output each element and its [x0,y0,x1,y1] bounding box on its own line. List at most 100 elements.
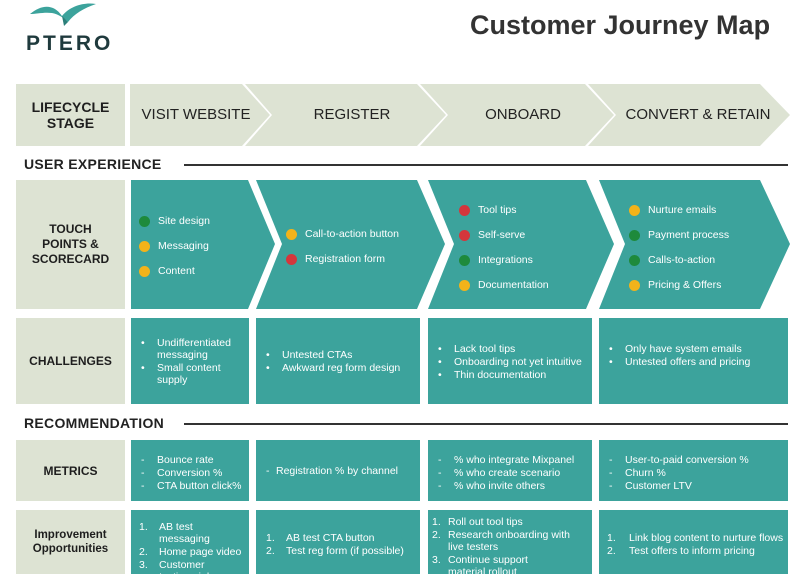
list-item-text: Lack tool tips [454,343,516,355]
brand-name: PTERO [26,32,114,55]
status-dot-green-icon [459,254,470,266]
touchpoint-item: Site design [139,215,210,227]
list-item: •Undifferentiated messaging [141,337,245,361]
touchpoints-label-text: TOUCH POINTS & SCORECARD [31,222,110,266]
page-title: Customer Journey Map [470,10,771,40]
touchpoint-arrow-3 [428,180,614,309]
touchpoint-text: Calls-to-action [648,254,716,266]
status-dot-red-icon [459,204,470,216]
list-item-text: User-to-paid conversion % [625,454,749,466]
list-item: 1.Roll out tool tips [432,516,523,528]
list-item-text: Thin documentation [454,369,547,381]
list-item: -% who invite others [438,480,546,492]
stage-visit-website: VISIT WEBSITE [141,106,251,123]
list-item: -User-to-paid conversion % [609,454,749,466]
section-user-experience: USER EXPERIENCE [24,156,162,172]
touchpoint-text: Nurture emails [648,204,717,216]
metrics-cell-3: -% who integrate Mixpanel -% who create … [428,440,592,501]
touchpoints-col-4: Nurture emails Payment process Calls-to-… [629,204,729,304]
list-item-text: Customer testimonials [159,559,215,583]
list-item-text: Conversion % [157,467,223,479]
list-item-text: Test reg form (if possible) [286,545,404,557]
stage-arrow-register [245,84,446,146]
list-item: -% who integrate Mixpanel [438,454,575,466]
ptero-logo-icon [30,3,96,26]
list-item-text: Test offers to inform pricing [629,545,755,557]
improvements-cell-2: 1.AB test CTA button 2.Test reg form (if… [256,510,420,574]
list-item: -Customer LTV [609,480,692,492]
challenges-label-text: CHALLENGES [29,354,112,368]
list-item-text: Only have system emails [625,343,742,355]
list-item-text: Bounce rate [157,454,214,466]
list-item: •Lack tool tips [438,343,516,355]
improvements-cell-1: 1.AB test messaging 2.Home page video 3.… [131,510,249,583]
list-item: 2.Home page video [139,546,242,558]
status-dot-yellow-icon [139,265,150,277]
list-item-text: % who integrate Mixpanel [454,454,575,466]
stage-arrow-convert-retain [588,84,790,146]
status-dot-green-icon [629,254,640,266]
list-item-text: CTA button click% [157,480,242,492]
touchpoint-item: Self-serve [459,229,549,241]
stage-onboard: ONBOARD [485,106,561,123]
challenges-cell-2: •Untested CTAs •Awkward reg form design [256,318,420,404]
list-item-text: Home page video [159,546,242,558]
list-item-text: AB test CTA button [286,532,375,544]
touchpoints-col-1: Site design Messaging Content [139,215,210,290]
status-dot-yellow-icon [139,240,150,252]
improvements-label-text: Improvement Opportunities [32,529,109,555]
touchpoints-label: TOUCH POINTS & SCORECARD [16,180,125,309]
touchpoint-text: Content [158,265,195,277]
list-item: -Conversion % [141,467,223,479]
list-item-text: Churn % [625,467,666,479]
status-dot-yellow-icon [459,279,470,291]
list-item: 2.Research onboarding with live testers [432,529,588,553]
touchpoint-text: Tool tips [478,204,517,216]
list-item-text: Link blog content to nurture flows [629,532,784,544]
list-item: •Onboarding not yet intuitive [438,356,582,368]
improvements-label: Improvement Opportunities [16,510,125,574]
list-item: •Only have system emails [609,343,742,355]
touchpoint-item: Tool tips [459,204,549,216]
list-item: -Registration % by channel [266,465,398,477]
touchpoint-text: Call-to-action button [305,228,399,240]
stage-arrow-onboard [420,84,614,146]
status-dot-yellow-icon [629,279,640,291]
status-dot-green-icon [629,229,640,241]
status-dot-yellow-icon [286,228,297,240]
challenges-label: CHALLENGES [16,318,125,404]
status-dot-red-icon [286,253,297,265]
touchpoint-item: Registration form [286,253,399,265]
lifecycle-label-text: LIFECYCLE STAGE [31,99,110,131]
touchpoint-arrow-2 [256,180,445,309]
list-item: 3.Customer testimonials [139,559,245,583]
touchpoint-item: Messaging [139,240,210,252]
list-item: -CTA button click% [141,480,242,492]
list-item: -Bounce rate [141,454,214,466]
challenges-cell-1: •Undifferentiated messaging •Small conte… [131,318,249,404]
touchpoints-col-3: Tool tips Self-serve Integrations Docume… [459,204,549,304]
list-item-text: Continue support material rollout [448,554,528,578]
challenges-cell-3: •Lack tool tips •Onboarding not yet intu… [428,318,592,404]
list-item-text: Undifferentiated messaging [157,337,231,361]
list-item-text: Research onboarding with live testers [448,529,570,553]
list-item: 2.Test reg form (if possible) [266,545,404,557]
list-item: 1.Link blog content to nurture flows [607,532,784,544]
stage-arrow-visit-website [130,84,270,146]
touchpoint-text: Registration form [305,253,385,265]
list-item: •Awkward reg form design [266,362,401,374]
section-recommendation: RECOMMENDATION [24,415,165,431]
touchpoint-arrow-1 [131,180,275,309]
touchpoint-text: Documentation [478,279,549,291]
metrics-cell-1: -Bounce rate -Conversion % -CTA button c… [131,440,249,501]
touchpoints-col-2: Call-to-action button Registration form [286,228,399,278]
list-item-text: Roll out tool tips [448,516,523,528]
touchpoint-item: Pricing & Offers [629,279,729,291]
list-item: 2.Test offers to inform pricing [607,545,755,557]
touchpoint-item: Nurture emails [629,204,729,216]
lifecycle-label: LIFECYCLE STAGE [16,84,125,146]
list-item-text: Untested CTAs [282,349,353,361]
list-item: 1.AB test messaging [139,521,245,545]
